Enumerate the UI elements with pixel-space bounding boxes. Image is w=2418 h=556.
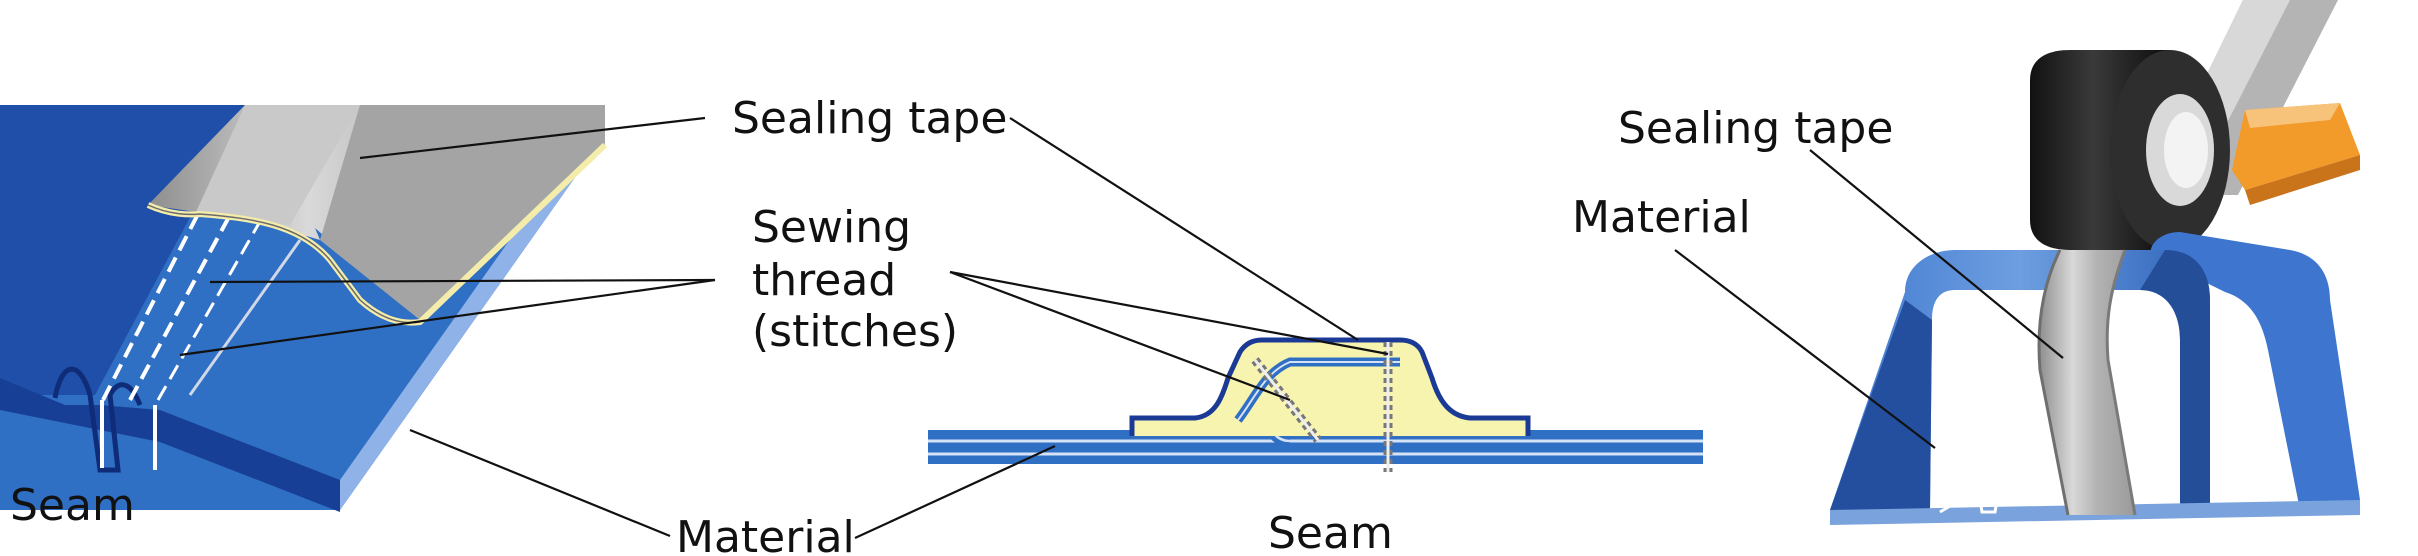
left-tape-ridge bbox=[196, 105, 360, 225]
left-seam-fold bbox=[52, 366, 143, 473]
left-seam-illustration bbox=[0, 105, 608, 512]
left-material-label: Material bbox=[676, 512, 855, 556]
right-sealing-tape-strip bbox=[2039, 250, 2135, 515]
middle-seam-cross-section bbox=[928, 337, 1703, 472]
right-sealing-tape-label: Sealing tape bbox=[1618, 103, 1893, 154]
left-thread-leader-2 bbox=[179, 278, 716, 357]
left-sewing-label-1: Sewing bbox=[752, 202, 911, 253]
middle-tape-outline bbox=[1129, 337, 1531, 436]
middle-sealing-tape-leader bbox=[1009, 117, 1359, 341]
middle-thread-leader-2 bbox=[949, 270, 1389, 356]
middle-material-leader bbox=[854, 445, 1056, 539]
left-thread-leader-1 bbox=[209, 278, 716, 284]
middle-sealing-tape bbox=[1132, 340, 1528, 436]
right-sealing-tape-leader bbox=[1809, 149, 2064, 359]
right-material-label: Material bbox=[1572, 192, 1751, 243]
middle-seam-label: Seam bbox=[1268, 508, 1393, 556]
right-seam-mark bbox=[1939, 498, 2010, 514]
left-seam-label: Seam bbox=[10, 480, 135, 531]
left-tape-face bbox=[320, 105, 605, 320]
left-sealing-tape-label: Sealing tape bbox=[732, 93, 1007, 144]
right-material-arch-back bbox=[2150, 232, 2360, 510]
right-material-leader bbox=[1674, 249, 1936, 449]
left-material-bottom-edge bbox=[0, 378, 340, 512]
left-sewing-label-3: (stitches) bbox=[752, 306, 958, 357]
right-tape-application-machine bbox=[1830, 0, 2360, 525]
left-sealing-tape-leader bbox=[359, 116, 706, 160]
left-material-leader bbox=[409, 428, 671, 538]
middle-thread-leader-1 bbox=[949, 270, 1291, 402]
left-sewing-label-2: thread bbox=[752, 255, 896, 306]
